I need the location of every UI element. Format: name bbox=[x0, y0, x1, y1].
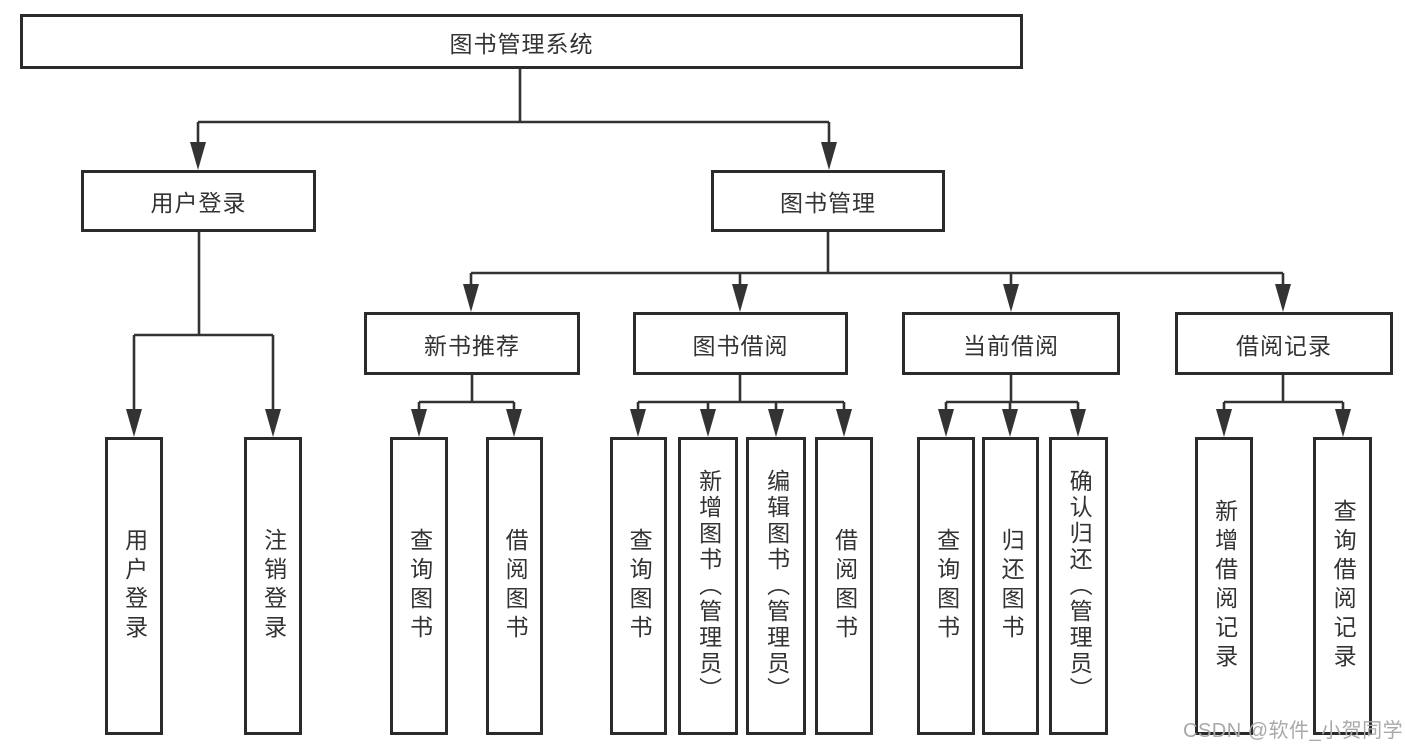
leaf-borrow-borrow-book: 借阅图书 bbox=[815, 437, 873, 735]
leaf-borrow-query-book: 查询图书 bbox=[610, 437, 667, 735]
leaf-newbook-borrow-book: 借阅图书 bbox=[486, 437, 543, 735]
leaf-current-query-book: 查询图书 bbox=[917, 437, 975, 735]
node-current-borrow: 当前借阅 bbox=[902, 312, 1120, 375]
leaf-borrow-add-book-admin: 新增图书（管理员） bbox=[678, 437, 738, 735]
leaf-current-return-book: 归还图书 bbox=[982, 437, 1039, 735]
node-book-borrow: 图书借阅 bbox=[633, 312, 848, 375]
leaf-record-add-record: 新增借阅记录 bbox=[1195, 437, 1253, 735]
csdn-watermark: CSDN @软件_小贺同学 bbox=[1183, 720, 1404, 742]
node-new-book-recommend: 新书推荐 bbox=[364, 312, 580, 375]
leaf-user-login: 用户登录 bbox=[105, 437, 163, 735]
node-book-management: 图书管理 bbox=[711, 170, 945, 232]
node-user-login: 用户登录 bbox=[81, 170, 316, 232]
node-system-root: 图书管理系统 bbox=[20, 14, 1023, 69]
leaf-current-confirm-return-admin: 确认归还（管理员） bbox=[1049, 437, 1108, 735]
leaf-borrow-edit-book-admin: 编辑图书（管理员） bbox=[746, 437, 806, 735]
leaf-logout: 注销登录 bbox=[244, 437, 302, 735]
leaf-record-query-record: 查询借阅记录 bbox=[1313, 437, 1372, 735]
leaf-newbook-query-book: 查询图书 bbox=[390, 437, 448, 735]
node-borrow-record: 借阅记录 bbox=[1175, 312, 1393, 375]
